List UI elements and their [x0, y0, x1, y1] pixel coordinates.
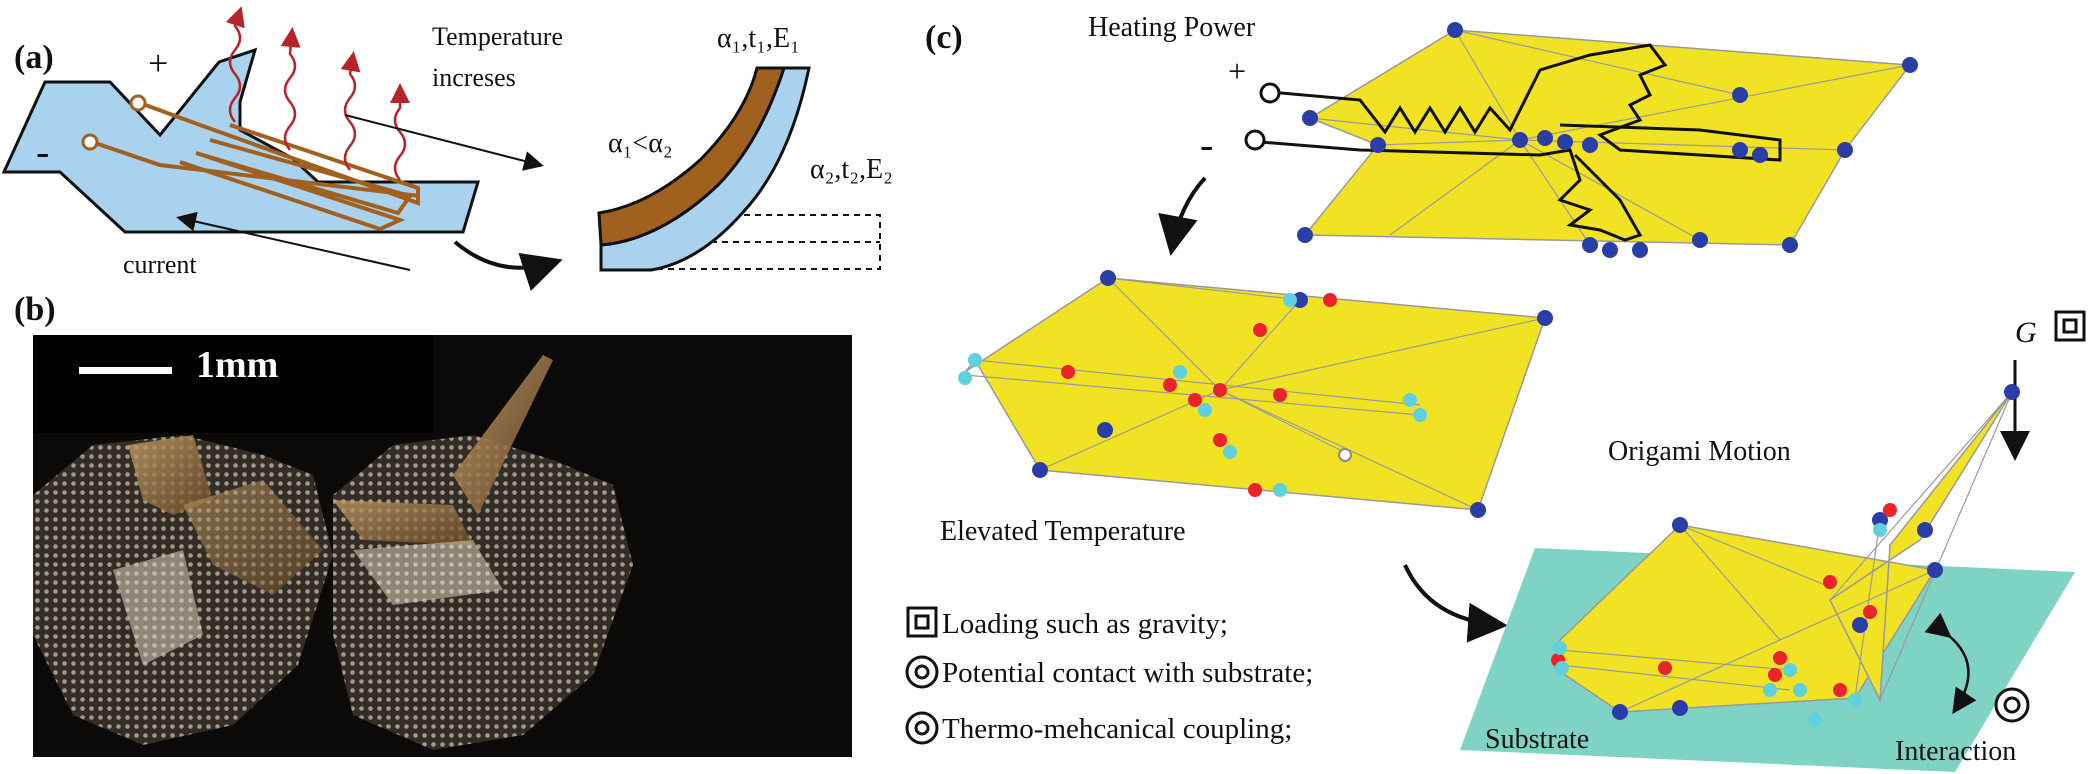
- minus-sign: -: [36, 129, 49, 174]
- alpha-compare: α₁<α₂: [608, 128, 673, 159]
- elevated-temperature-label: Elevated Temperature: [940, 516, 1186, 547]
- layer2-props: α₂,t₂,E₂: [810, 154, 893, 185]
- minus-sign: -: [1200, 122, 1213, 167]
- origami-heated: [958, 270, 1553, 518]
- terminal-minus: [81, 133, 99, 151]
- origami-motion-label: Origami Motion: [1608, 436, 1791, 467]
- legend-item-coupling: Thermo-mehcanical coupling;: [905, 711, 1292, 745]
- square-target-icon: [906, 606, 938, 638]
- panel-c-label: (c): [925, 19, 963, 56]
- scale-bar: [79, 367, 172, 374]
- scale-bar-label: 1mm: [196, 344, 279, 386]
- heating-power-label: Heating Power: [1088, 12, 1256, 43]
- step-arrow-1: [1158, 176, 1207, 256]
- temperature-label-line1: Temperature: [432, 22, 563, 51]
- legend-text: Potential contact with substrate;: [942, 657, 1313, 689]
- heat-arrows: [225, 6, 410, 181]
- plus-sign: +: [148, 43, 168, 83]
- current-arrow: [176, 211, 411, 271]
- plus-sign: +: [1228, 53, 1246, 89]
- temperature-arrow: [344, 114, 544, 171]
- square-target-icon: [2054, 310, 2086, 342]
- interaction-arrow: [1924, 612, 1977, 715]
- panel-a-label: (a): [14, 39, 54, 76]
- scale-bar-box: 1mm: [33, 335, 433, 433]
- temperature-label-line2: increses: [432, 63, 516, 92]
- gravity-symbol: G: [2015, 316, 2037, 349]
- legend: Loading such as gravity; Potential conta…: [905, 606, 1313, 745]
- panel-c: (c) Heating Power + -: [905, 12, 2086, 772]
- legend-item-gravity: Loading such as gravity;: [906, 606, 1228, 640]
- step-arrow-2: [1403, 564, 1508, 643]
- double-circle-icon: [1994, 687, 2030, 723]
- origami-folded: [1551, 384, 2020, 727]
- substrate-label: Substrate: [1485, 724, 1589, 755]
- bimorph-strip: [597, 66, 881, 272]
- layer1-props: α₁,t₁,E₁: [717, 23, 800, 54]
- origami-flat: [1244, 22, 1918, 258]
- bending-arrow: [453, 240, 563, 291]
- legend-text: Thermo-mehcanical coupling;: [942, 713, 1292, 745]
- interaction-label: Interaction: [1895, 736, 2016, 767]
- serpentine-heater: [94, 101, 421, 232]
- double-circle-icon: [905, 711, 939, 745]
- layer-1: [597, 66, 787, 247]
- panel-b-label: (b): [14, 291, 56, 328]
- legend-item-contact: Potential contact with substrate;: [905, 655, 1313, 689]
- terminal-plus: [129, 94, 147, 112]
- legend-text: Loading such as gravity;: [942, 608, 1228, 640]
- micrograph-photo: 1mm: [33, 335, 852, 757]
- double-circle-icon: [905, 655, 939, 689]
- current-label: current: [123, 250, 197, 279]
- micrograph-drawing: [33, 355, 633, 750]
- panel-a: (a) + - Temperature increses current: [1, 6, 893, 291]
